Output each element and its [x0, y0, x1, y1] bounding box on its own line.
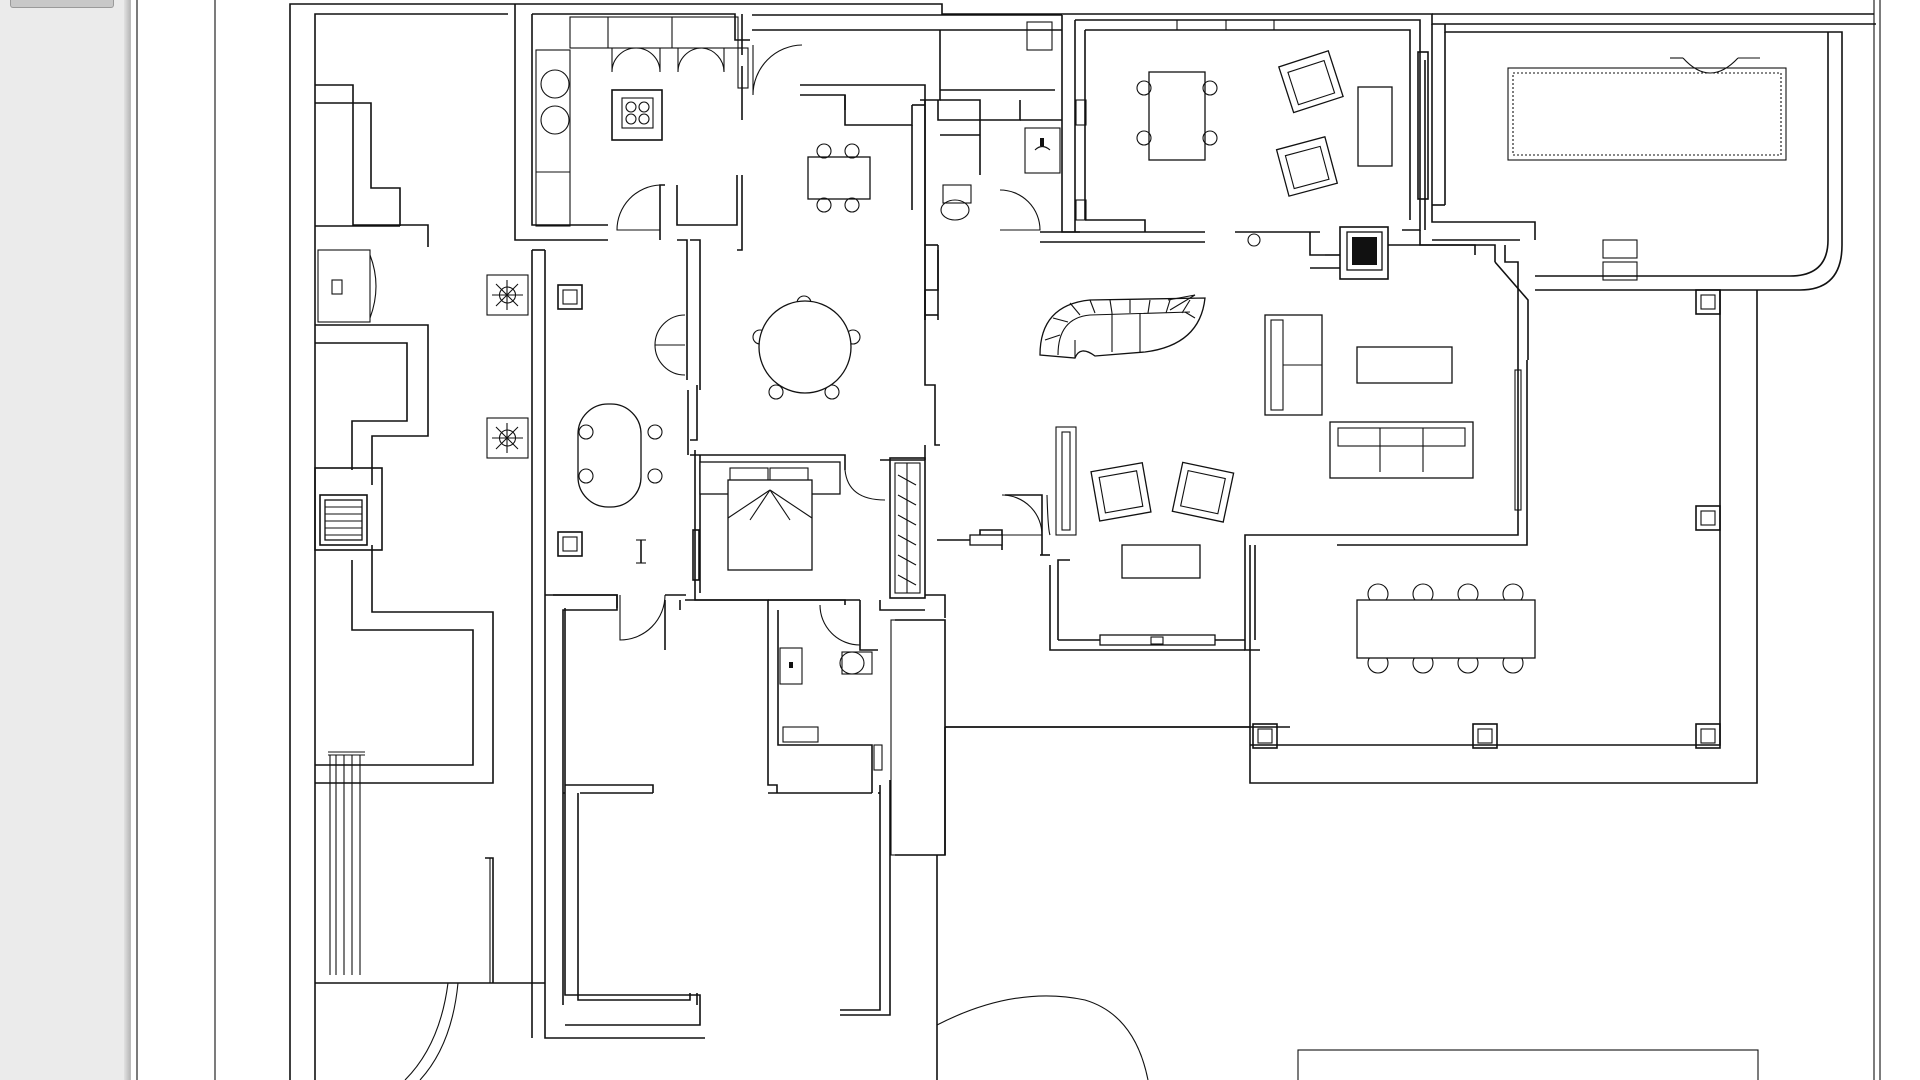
round-table	[752, 295, 861, 400]
gutter-scroll-thumb[interactable]	[10, 0, 114, 8]
ceiling-light-2	[486, 417, 529, 459]
gutter-shadow	[124, 0, 130, 1080]
wardrobe	[889, 457, 926, 599]
drawing-canvas[interactable]	[131, 0, 1920, 1080]
french-door	[654, 314, 686, 376]
interior-walls	[687, 30, 1062, 455]
spiral-stair	[1039, 294, 1206, 359]
oval-dining-table	[577, 403, 663, 508]
central-walls	[879, 494, 1290, 1080]
cursor-mark	[636, 539, 646, 564]
fireplace-left	[314, 467, 383, 551]
fireplace-right	[1309, 226, 1476, 280]
bedroom	[690, 445, 926, 601]
living-furniture	[1055, 314, 1474, 579]
floorplan-drawing	[136, 0, 1881, 1080]
kitchen	[535, 16, 749, 227]
courtyard	[890, 619, 1759, 1080]
terrace-dining-table	[1356, 583, 1536, 674]
site-boundary	[289, 3, 1876, 1080]
upper-lounge	[1040, 15, 1421, 247]
sheet-frame	[136, 0, 1881, 1080]
terrace	[945, 290, 1758, 784]
pool	[1432, 24, 1843, 291]
left-planter	[315, 84, 545, 984]
lower-wing	[545, 594, 698, 1005]
bathroom-lower	[685, 599, 891, 1016]
living-walls	[1005, 24, 1536, 651]
ceiling-light-1	[486, 274, 529, 316]
house-walls	[514, 4, 1062, 1039]
gate-arc	[404, 982, 459, 1080]
steps-left	[328, 751, 365, 975]
shower-unit	[317, 249, 377, 323]
dining-table-small	[807, 143, 871, 213]
wc-upper	[940, 21, 1061, 231]
left-gutter-panel	[0, 0, 131, 1080]
